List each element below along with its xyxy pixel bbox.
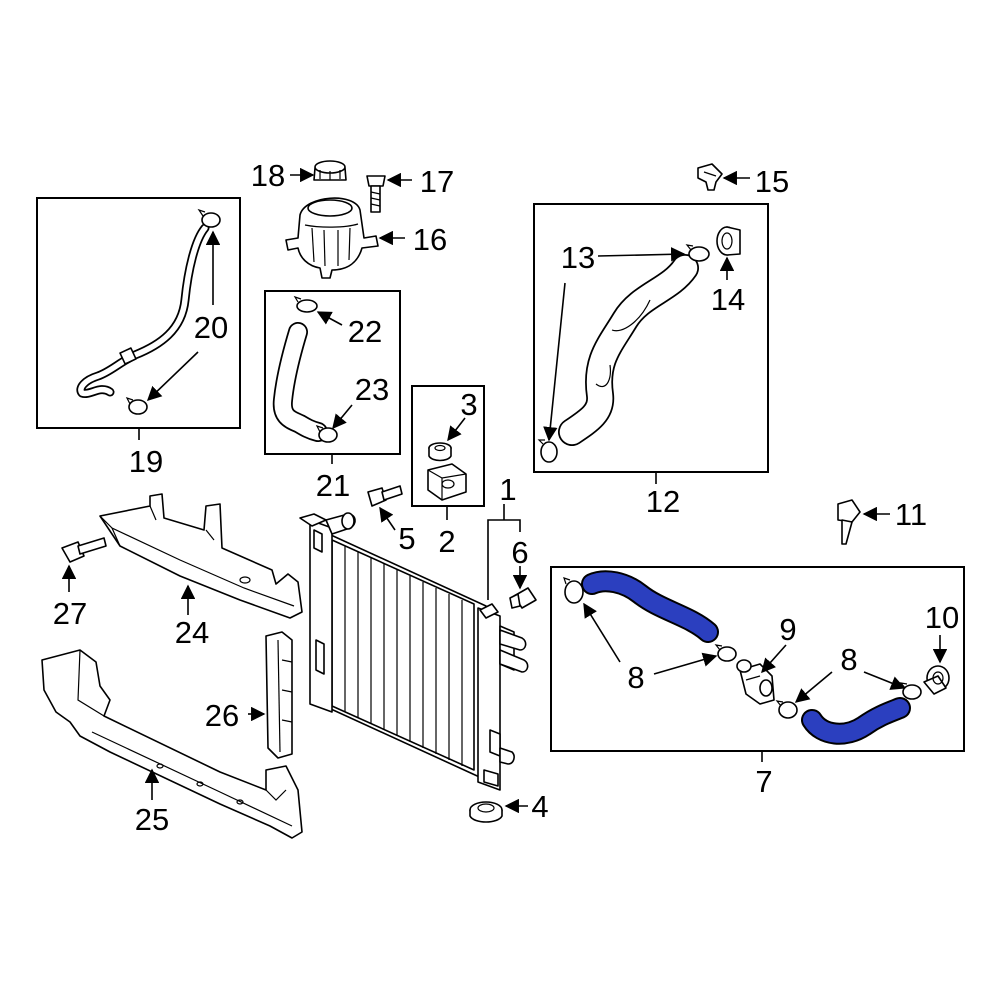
callout-19: 19 (129, 444, 163, 479)
reservoir-cap-18[interactable] (313, 160, 347, 181)
callout-12: 12 (646, 484, 680, 519)
callout-6: 6 (511, 535, 528, 570)
callout-24: 24 (175, 615, 209, 650)
bolt-5[interactable] (367, 485, 403, 507)
hose-group-12: 13 14 12 (533, 203, 769, 519)
lower-hose-upper-section[interactable] (581, 570, 719, 643)
clamp-20-upper[interactable] (197, 208, 221, 228)
clamp-8-right[interactable] (899, 682, 922, 700)
group-box-12 (533, 203, 769, 473)
bolt-11[interactable] (837, 499, 861, 545)
callout-17: 17 (420, 164, 454, 199)
callout-22: 22 (348, 314, 382, 349)
clamp-13-lower[interactable] (537, 439, 558, 463)
callout-13: 13 (561, 240, 595, 275)
hose-group-21: 22 23 21 (264, 290, 401, 503)
clamp-13-upper[interactable] (685, 244, 710, 262)
callout-14: 14 (711, 282, 745, 317)
callout-10: 10 (925, 600, 959, 635)
expansion-tank-16[interactable] (285, 197, 379, 279)
radiator-fins (344, 546, 463, 766)
lower-hose-lower-section[interactable] (801, 697, 911, 745)
lower-grommet-4[interactable] (469, 801, 503, 823)
overflow-hose[interactable] (76, 223, 210, 398)
callout-3: 3 (460, 387, 477, 422)
hose-group-19: 20 19 (36, 197, 241, 479)
hose-group-7: 8 9 8 10 7 (550, 566, 965, 799)
callout-2: 2 (438, 524, 455, 559)
callout-20: 20 (194, 310, 228, 345)
clamp-8-left[interactable] (563, 577, 584, 604)
clamp-8-lower[interactable] (775, 700, 798, 719)
group-box-7 (550, 566, 965, 752)
drain-plug-6[interactable] (509, 587, 537, 609)
grommet-3[interactable] (428, 442, 452, 462)
callout-21: 21 (316, 468, 350, 503)
clamp-23[interactable] (315, 424, 338, 443)
callout-8-right: 8 (840, 642, 857, 677)
callout-23: 23 (355, 372, 389, 407)
callout-16: 16 (413, 222, 447, 257)
reservoir-hose[interactable] (272, 322, 328, 442)
connector-10[interactable] (923, 665, 950, 695)
callout-8-left: 8 (627, 660, 644, 695)
upper-radiator-hose[interactable] (558, 254, 699, 446)
callout-15: 15 (755, 164, 789, 199)
clamp-22[interactable] (293, 295, 318, 313)
bolt-17[interactable] (366, 175, 386, 213)
callout-11: 11 (895, 497, 927, 532)
callout-9: 9 (779, 612, 796, 647)
connector-14[interactable] (716, 226, 741, 256)
group-box-2 (411, 385, 485, 507)
callout-1: 1 (499, 472, 516, 507)
callout-26: 26 (205, 698, 239, 733)
mount-group-2: 3 2 (411, 385, 485, 559)
connector-9[interactable] (736, 659, 775, 705)
lower-air-guide[interactable] (41, 649, 303, 839)
clamp-8-middle[interactable] (714, 644, 737, 662)
callout-5: 5 (398, 521, 415, 556)
callout-27: 27 (53, 596, 87, 631)
callout-25: 25 (135, 802, 169, 837)
callout-7: 7 (755, 764, 772, 799)
callout-4: 4 (531, 789, 548, 824)
side-seal-26[interactable] (265, 631, 293, 759)
callout-18: 18 (251, 158, 285, 193)
upper-air-guide[interactable] (99, 493, 303, 619)
clamp-20-lower[interactable] (125, 396, 148, 415)
clip-15[interactable] (697, 163, 723, 191)
insulator[interactable] (427, 463, 467, 501)
bolt-27[interactable] (61, 537, 107, 563)
radiator[interactable] (299, 512, 529, 791)
